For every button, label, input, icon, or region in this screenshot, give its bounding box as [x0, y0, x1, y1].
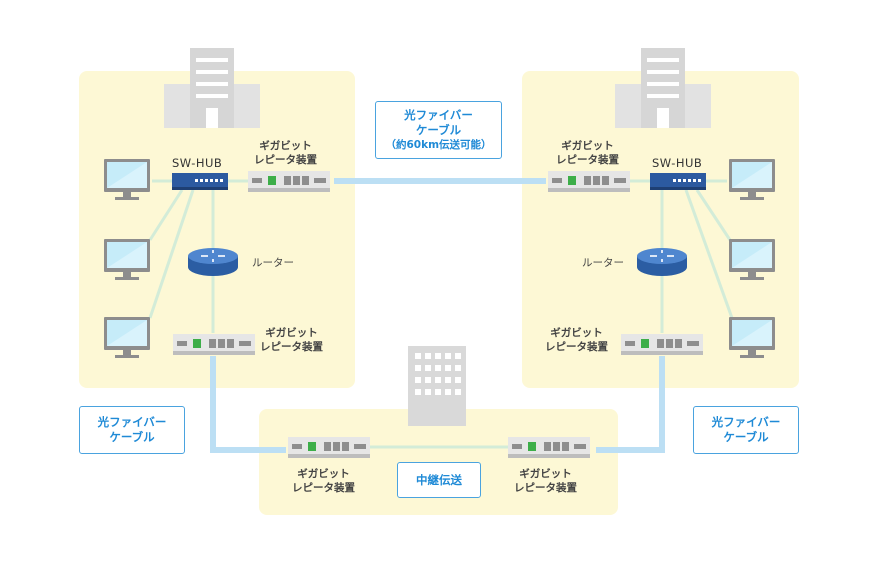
- pc-monitor-icon: [729, 159, 775, 200]
- repeater-label: ギガビットレピータ装置: [260, 327, 323, 353]
- repeater-label: ギガビットレピータ装置: [545, 327, 608, 353]
- building-icon: [408, 346, 466, 426]
- fiber-cable-callout-right: 光ファイバー ケーブル: [693, 406, 799, 454]
- pc-monitor-icon: [104, 159, 150, 200]
- repeater-device-icon: [548, 171, 630, 192]
- switching-hub-icon: [172, 173, 228, 190]
- lan-cable: [684, 189, 734, 319]
- pc-monitor-icon: [729, 239, 775, 280]
- building-icon: [164, 48, 260, 128]
- repeater-device-icon: [508, 437, 590, 458]
- sw-hub-label: SW-HUB: [652, 156, 703, 170]
- fiber-cable-callout: 光ファイバー ケーブル （約60km伝送可能）: [375, 101, 502, 159]
- repeater-label: ギガビットレピータ装置: [556, 140, 619, 166]
- lan-cable: [148, 189, 195, 319]
- fiber-cable: [210, 356, 286, 453]
- sw-hub-label: SW-HUB: [172, 156, 223, 170]
- router-icon: [188, 248, 238, 276]
- repeater-device-icon: [288, 437, 370, 458]
- repeater-label: ギガビットレピータ装置: [514, 468, 577, 494]
- router-icon: [637, 248, 687, 276]
- switching-hub-icon: [650, 173, 706, 190]
- lan-cable: [695, 189, 732, 241]
- fiber-cable-callout-left: 光ファイバー ケーブル: [79, 406, 185, 454]
- lan-cable: [148, 189, 184, 241]
- router-label: ルーター: [252, 257, 294, 269]
- relay-transmission-callout: 中継伝送: [397, 462, 481, 498]
- fiber-cable: [596, 356, 665, 453]
- repeater-device-icon: [621, 334, 703, 355]
- repeater-label: ギガビットレピータ装置: [254, 140, 317, 166]
- router-label: ルーター: [582, 257, 624, 269]
- pc-monitor-icon: [104, 239, 150, 280]
- repeater-device-icon: [248, 171, 330, 192]
- building-icon: [615, 48, 711, 128]
- repeater-label: ギガビットレピータ装置: [292, 468, 355, 494]
- repeater-device-icon: [173, 334, 255, 355]
- pc-monitor-icon: [104, 317, 150, 358]
- pc-monitor-icon: [729, 317, 775, 358]
